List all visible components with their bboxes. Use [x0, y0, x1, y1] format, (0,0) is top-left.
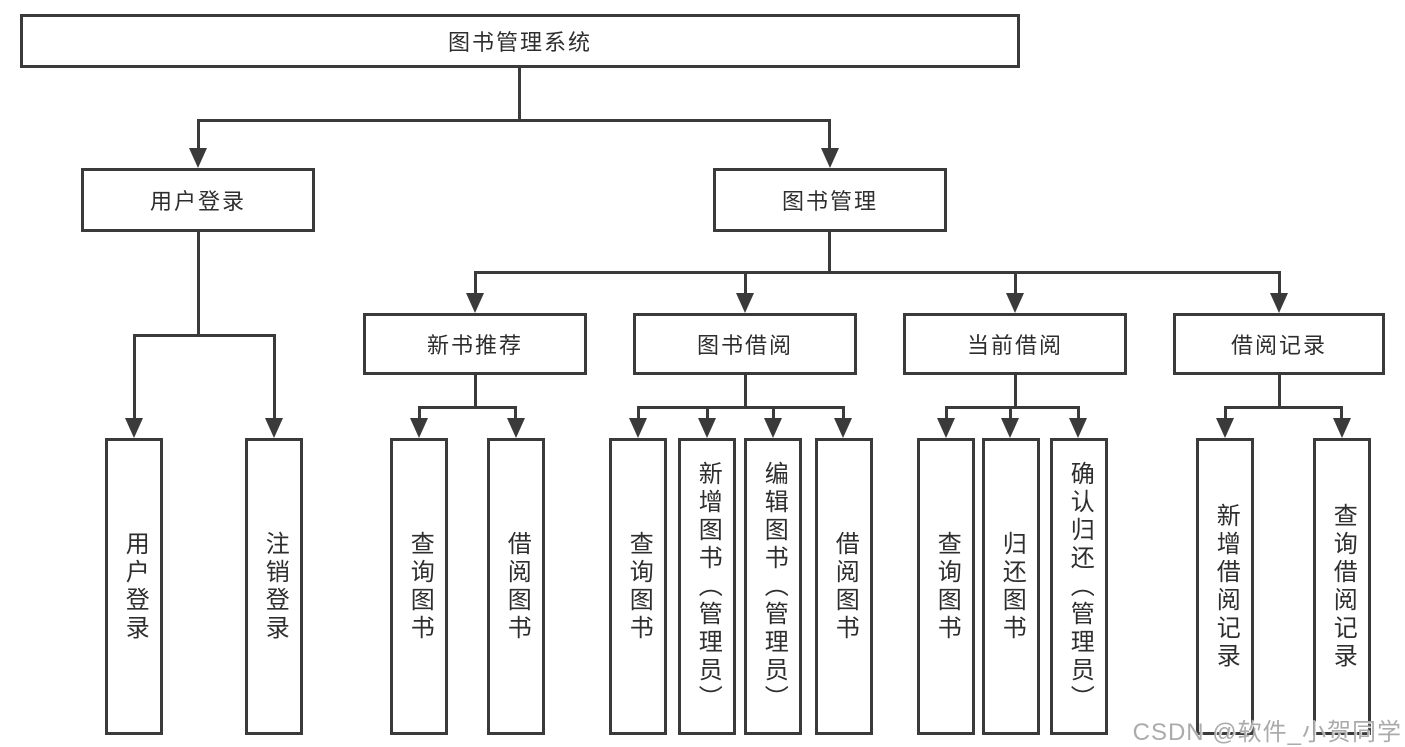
- connector-line: [518, 68, 521, 120]
- connector-line: [1009, 406, 1012, 424]
- leaf-label: 查询图书: [406, 530, 434, 643]
- leaf-label: 确认归还（管理员）: [1066, 460, 1094, 713]
- node-new-book-recommend: 新书推荐: [363, 313, 587, 375]
- leaf-label: 查询图书: [625, 530, 653, 643]
- connector-line: [1224, 406, 1343, 409]
- connector-line: [474, 271, 477, 297]
- arrow-down-icon: [1333, 418, 1351, 438]
- connector-line: [474, 271, 1281, 274]
- connector-line: [945, 406, 1080, 409]
- connector-line: [197, 119, 831, 122]
- connector-line: [133, 334, 275, 337]
- arrow-down-icon: [410, 418, 428, 438]
- node-current-borrowing: 当前借阅: [903, 313, 1127, 375]
- connector-line: [842, 406, 845, 424]
- arrow-down-icon: [821, 148, 839, 168]
- leaf-query-books-borrowing: 查询图书: [609, 438, 667, 735]
- node-user-login: 用户登录: [81, 168, 315, 232]
- arrow-down-icon: [834, 418, 852, 438]
- connector-line: [1278, 271, 1281, 297]
- connector-line: [744, 271, 747, 297]
- connector-line: [1340, 406, 1343, 424]
- arrow-down-icon: [698, 418, 716, 438]
- leaf-logout: 注销登录: [245, 438, 303, 735]
- arrow-down-icon: [629, 418, 647, 438]
- leaf-label: 借阅图书: [503, 530, 531, 643]
- node-book-management: 图书管理: [713, 168, 947, 232]
- leaf-label: 新增借阅记录: [1212, 502, 1240, 671]
- leaf-label: 归还图书: [998, 530, 1026, 643]
- leaf-add-borrow-record: 新增借阅记录: [1196, 438, 1254, 735]
- leaf-label: 新增图书（管理员）: [694, 460, 722, 713]
- leaf-label: 用户登录: [121, 530, 149, 643]
- connector-line: [133, 334, 136, 422]
- leaf-label: 编辑图书（管理员）: [760, 460, 788, 713]
- connector-line: [1014, 375, 1017, 409]
- connector-line: [637, 406, 845, 409]
- connector-line: [418, 406, 421, 424]
- leaf-user-login: 用户登录: [105, 438, 163, 735]
- leaf-query-books-recommend: 查询图书: [390, 438, 448, 735]
- leaf-query-borrow-record: 查询借阅记录: [1313, 438, 1371, 735]
- connector-line: [273, 334, 276, 422]
- arrow-down-icon: [1069, 418, 1087, 438]
- connector-line: [1014, 271, 1017, 297]
- connector-line: [828, 232, 831, 274]
- connector-line: [744, 375, 747, 409]
- connector-line: [197, 232, 200, 337]
- node-book-management-system: 图书管理系统: [20, 14, 1020, 68]
- arrow-down-icon: [189, 148, 207, 168]
- leaf-confirm-return-admin: 确认归还（管理员）: [1050, 438, 1108, 735]
- leaf-add-books-admin: 新增图书（管理员）: [678, 438, 736, 735]
- leaf-label: 注销登录: [261, 530, 289, 643]
- arrow-down-icon: [507, 418, 525, 438]
- arrow-down-icon: [736, 293, 754, 313]
- connector-line: [945, 406, 948, 424]
- connector-line: [514, 406, 517, 424]
- leaf-return-books: 归还图书: [982, 438, 1040, 735]
- connector-line: [418, 406, 517, 409]
- arrow-down-icon: [125, 418, 143, 438]
- leaf-query-books-current: 查询图书: [917, 438, 975, 735]
- arrow-down-icon: [937, 418, 955, 438]
- connector-line: [1224, 406, 1227, 424]
- arrow-down-icon: [1270, 293, 1288, 313]
- leaf-borrow-books-recommend: 借阅图书: [487, 438, 545, 735]
- arrow-down-icon: [1216, 418, 1234, 438]
- leaf-edit-books-admin: 编辑图书（管理员）: [744, 438, 802, 735]
- leaf-label: 查询图书: [933, 530, 961, 643]
- connector-line: [197, 119, 200, 154]
- arrow-down-icon: [764, 418, 782, 438]
- connector-line: [474, 375, 477, 409]
- arrow-down-icon: [1006, 293, 1024, 313]
- connector-line: [1077, 406, 1080, 424]
- node-borrowing-records: 借阅记录: [1173, 313, 1385, 375]
- leaf-label: 借阅图书: [831, 530, 859, 643]
- connector-line: [706, 406, 709, 424]
- csdn-watermark: CSDN @软件_小贺同学: [1132, 719, 1402, 746]
- connector-line: [828, 119, 831, 154]
- node-book-borrowing: 图书借阅: [633, 313, 857, 375]
- arrow-down-icon: [265, 418, 283, 438]
- arrow-down-icon: [1001, 418, 1019, 438]
- connector-line: [772, 406, 775, 424]
- connector-line: [1278, 375, 1281, 409]
- leaf-borrow-books: 借阅图书: [815, 438, 873, 735]
- leaf-label: 查询借阅记录: [1329, 502, 1357, 671]
- arrow-down-icon: [466, 293, 484, 313]
- connector-line: [637, 406, 640, 424]
